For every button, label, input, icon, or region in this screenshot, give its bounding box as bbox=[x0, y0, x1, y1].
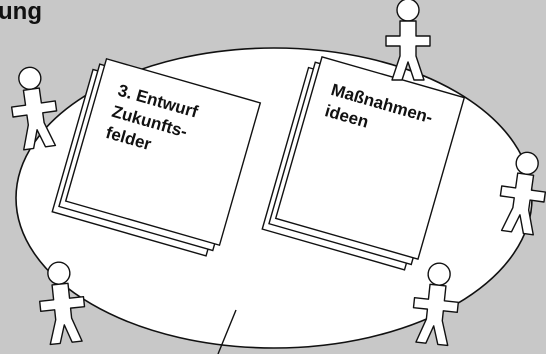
document-stack-left: 3. Entwurf Zukunfts- felder bbox=[51, 57, 262, 257]
paper-sheet-front bbox=[64, 57, 262, 247]
pointer-line bbox=[217, 309, 237, 354]
document-stack-right: Maßnahmen- ideen bbox=[261, 55, 466, 271]
section-heading: ung bbox=[0, 0, 42, 25]
